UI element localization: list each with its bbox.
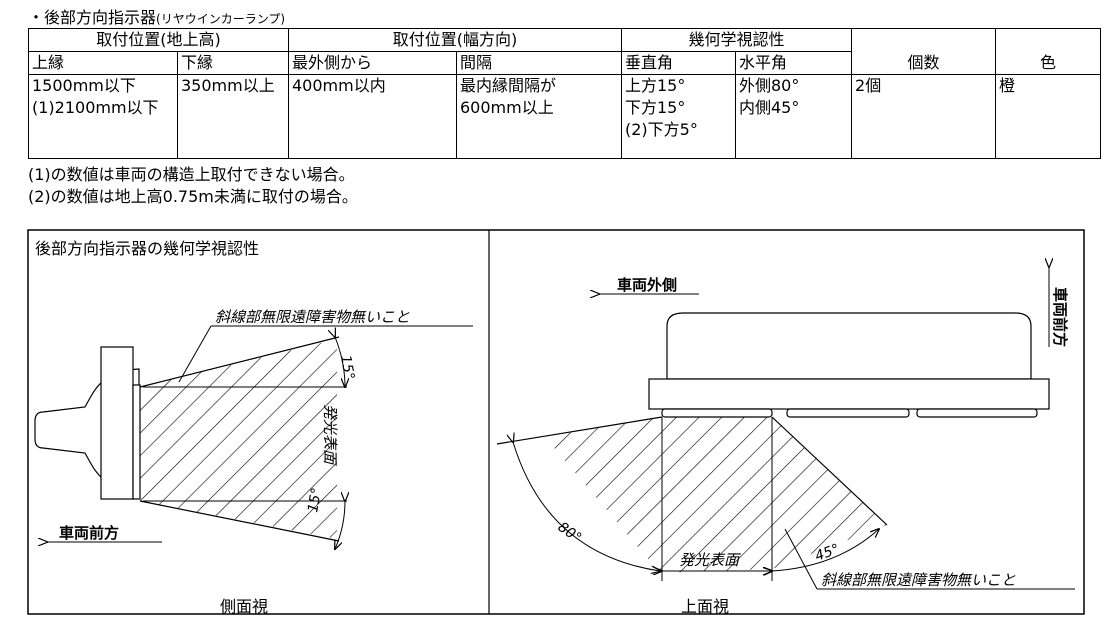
top-note-label: 斜線部無限遠障害物無いこと [821, 571, 1016, 589]
page-title: ・後部方向指示器(リヤウインカーランプ) [28, 4, 285, 28]
top-lamp-segment-3 [916, 408, 1038, 418]
top-lamp-base [648, 378, 1050, 410]
table-header-row: 取付位置(地上高) 取付位置(幅方向) 幾何学視認性 個数 色 [28, 28, 1102, 75]
top-note-leader [784, 528, 818, 590]
side-boundary-upper [139, 336, 340, 388]
table-subheader-row: 上縁 下縁 最外側から 間隔 垂直角 水平角 [28, 51, 1101, 75]
subheader-vertical: 垂直角 [621, 51, 736, 75]
top-front-label: 車両前方 [1051, 287, 1069, 347]
side-view-caption: 側面視 [220, 597, 268, 616]
top-lamp-segment-2 [786, 408, 910, 418]
cell-upper: 1500mm以下 (1)2100mm以下 [28, 74, 178, 159]
side-front-label: 車両前方 [59, 524, 119, 542]
side-surface-label: 発光表面 [321, 404, 339, 467]
top-view: 車両外側 発光表面 80° 45° 斜線部無限遠障害物無いこと 車両前方 上面視 [496, 267, 1075, 616]
top-angle-arc-inner [772, 529, 879, 571]
top-lamp-cover [666, 312, 1032, 380]
header-mounting-width: 取付位置(幅方向) [288, 28, 622, 52]
subheader-upper: 上縁 [28, 51, 178, 75]
top-angle-inner-label: 45° [813, 541, 842, 565]
cell-spacing: 最内縁間隔が 600mm以上 [456, 74, 622, 159]
note-1: (1)の数値は車両の構造上取付できない場合。 [28, 165, 355, 184]
header-count: 個数 [851, 28, 997, 75]
cell-vertical: 上方15° 下方15° (2)下方5° [621, 74, 736, 159]
side-lamp-lens-frame [132, 384, 141, 500]
cell-outermost: 400mm以内 [288, 74, 457, 159]
table-row: 1500mm以下 (1)2100mm以下 350mm以上 400mm以内 最内縁… [28, 74, 1102, 159]
header-color: 色 [995, 28, 1102, 75]
side-note-leader [178, 325, 212, 383]
top-surface-label: 発光表面 [679, 551, 742, 569]
top-angle-arc-outer [513, 442, 660, 571]
top-view-caption: 上面視 [681, 597, 729, 616]
title-main: ・後部方向指示器 [28, 8, 157, 27]
side-note-label: 斜線部無限遠障害物無いこと [215, 308, 410, 326]
note-2: (2)の数値は地上高0.75m未満に取付の場合。 [28, 187, 358, 206]
side-boundary-lower [139, 500, 340, 542]
spec-table: 取付位置(地上高) 取付位置(幅方向) 幾何学視認性 個数 色 上縁 下縁 最外… [28, 28, 1102, 159]
cell-count: 2個 [851, 74, 997, 159]
subheader-outermost: 最外側から [288, 51, 457, 75]
top-lamp-lens [661, 408, 773, 418]
cell-horizontal: 外側80° 内側45° [734, 74, 853, 159]
title-sub: (リヤウインカーランプ) [156, 12, 286, 26]
side-angle-arc-down [335, 501, 345, 549]
notes: (1)の数値は車両の構造上取付できない場合。 (2)の数値は地上高0.75m未満… [28, 164, 358, 208]
header-geometric-visibility: 幾何学視認性 [620, 28, 853, 52]
side-angle-down-label: 15° [305, 486, 325, 513]
side-angle-arc-up [335, 337, 345, 387]
subheader-horizontal: 水平角 [734, 51, 853, 75]
side-angle-up-label: 15° [337, 354, 357, 381]
subheader-spacing: 間隔 [456, 51, 622, 75]
side-lamp-flange [100, 346, 134, 500]
figure-title: 後部方向指示器の幾何学視認性 [35, 239, 259, 258]
side-hatch-zone [140, 339, 337, 539]
figure-frame [27, 229, 1085, 615]
visibility-figure: 後部方向指示器の幾何学視認性 斜線部無限遠障害物無いこと 15° 15° 発光表… [27, 229, 1085, 616]
subheader-lower: 下縁 [177, 51, 289, 75]
side-view: 斜線部無限遠障害物無いこと 15° 15° 発光表面 車両前方 側面視 [34, 308, 473, 616]
cell-lower: 350mm以上 [177, 74, 289, 159]
top-boundary-inner [771, 416, 888, 526]
top-outer-label: 車両外側 [617, 276, 677, 294]
cell-color: 橙 [995, 74, 1102, 159]
header-mounting-height: 取付位置(地上高) [28, 28, 289, 52]
